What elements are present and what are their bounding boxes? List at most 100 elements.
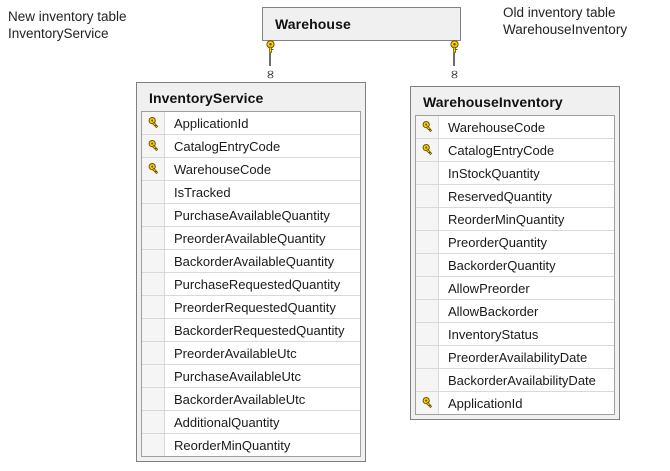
relationship-warehouse-to-warehouseinventory[interactable]: ∞ xyxy=(445,40,464,83)
column-name: BackorderQuantity xyxy=(448,257,556,273)
row-gutter xyxy=(416,162,439,184)
column-name: ReorderMinQuantity xyxy=(448,211,565,227)
row-gutter xyxy=(142,365,165,387)
table-title-warehouseinventory: WarehouseInventory xyxy=(423,94,563,110)
table-row[interactable]: PreorderRequestedQuantity xyxy=(142,296,360,319)
primary-key-icon xyxy=(142,135,165,157)
column-name: PreorderAvailableUtc xyxy=(174,345,297,361)
column-name: PreorderRequestedQuantity xyxy=(174,299,336,315)
annotation-old-inventory-table: Old inventory table WarehouseInventory xyxy=(503,5,628,37)
primary-key-icon xyxy=(416,392,439,414)
column-name: PurchaseAvailableUtc xyxy=(174,368,301,384)
column-name: ApplicationId xyxy=(174,115,249,131)
table-row[interactable]: AllowBackorder xyxy=(416,300,614,323)
table-row[interactable]: BackorderQuantity xyxy=(416,254,614,277)
row-gutter xyxy=(142,181,165,203)
annotation-new-inventory-table: New inventory table InventoryService xyxy=(8,9,127,41)
infinity-icon: ∞ xyxy=(261,69,280,80)
table-row[interactable]: WarehouseCode xyxy=(142,158,360,181)
column-name: CatalogEntryCode xyxy=(448,142,555,158)
primary-key-icon xyxy=(142,112,165,134)
table-title-warehouse: Warehouse xyxy=(275,16,351,32)
column-name: WarehouseCode xyxy=(448,119,546,135)
key-icon xyxy=(449,40,460,53)
table-row[interactable]: AllowPreorder xyxy=(416,277,614,300)
column-name: AdditionalQuantity xyxy=(174,414,280,430)
column-name: ReservedQuantity xyxy=(448,188,553,204)
table-row[interactable]: CatalogEntryCode xyxy=(416,139,614,162)
table-row[interactable]: ReservedQuantity xyxy=(416,185,614,208)
column-name: IsTracked xyxy=(174,184,231,200)
row-gutter xyxy=(416,300,439,322)
column-name: ReorderMinQuantity xyxy=(174,437,291,453)
table-row[interactable]: BackorderRequestedQuantity xyxy=(142,319,360,342)
primary-key-icon xyxy=(416,116,439,138)
table-row[interactable]: CatalogEntryCode xyxy=(142,135,360,158)
primary-key-icon xyxy=(416,139,439,161)
table-row[interactable]: PurchaseRequestedQuantity xyxy=(142,273,360,296)
row-gutter xyxy=(416,323,439,345)
row-gutter xyxy=(142,342,165,364)
column-name: PurchaseRequestedQuantity xyxy=(174,276,341,292)
column-name: AllowPreorder xyxy=(448,280,530,296)
row-gutter xyxy=(142,227,165,249)
table-row[interactable]: IsTracked xyxy=(142,181,360,204)
column-name: InStockQuantity xyxy=(448,165,540,181)
column-name: WarehouseCode xyxy=(174,161,272,177)
row-gutter xyxy=(416,231,439,253)
relationship-warehouse-to-inventoryservice[interactable]: ∞ xyxy=(261,40,280,83)
column-name: PreorderQuantity xyxy=(448,234,547,250)
column-name: PreorderAvailableQuantity xyxy=(174,230,326,246)
column-name: AllowBackorder xyxy=(448,303,539,319)
table-row[interactable]: BackorderAvailabilityDate xyxy=(416,369,614,392)
row-gutter xyxy=(416,208,439,230)
table-row[interactable]: PurchaseAvailableQuantity xyxy=(142,204,360,227)
column-name: BackorderRequestedQuantity xyxy=(174,322,345,338)
column-name: BackorderAvailableQuantity xyxy=(174,253,335,269)
table-row[interactable]: PreorderQuantity xyxy=(416,231,614,254)
row-gutter xyxy=(142,434,165,456)
row-gutter xyxy=(142,204,165,226)
row-gutter xyxy=(416,277,439,299)
row-gutter xyxy=(416,346,439,368)
row-gutter xyxy=(142,296,165,318)
table-row[interactable]: AdditionalQuantity xyxy=(142,411,360,434)
row-gutter xyxy=(416,254,439,276)
connector-line xyxy=(453,53,455,66)
column-name: BackorderAvailabilityDate xyxy=(448,372,596,388)
infinity-icon: ∞ xyxy=(445,69,464,80)
table-row[interactable]: BackorderAvailableQuantity xyxy=(142,250,360,273)
key-icon xyxy=(265,40,276,53)
column-name: CatalogEntryCode xyxy=(174,138,281,154)
row-gutter xyxy=(416,185,439,207)
table-row[interactable]: InStockQuantity xyxy=(416,162,614,185)
connector-line xyxy=(269,53,271,66)
row-gutter xyxy=(416,369,439,391)
table-row[interactable]: PurchaseAvailableUtc xyxy=(142,365,360,388)
row-gutter xyxy=(142,250,165,272)
table-row[interactable]: WarehouseCode xyxy=(416,116,614,139)
column-name: PurchaseAvailableQuantity xyxy=(174,207,330,223)
table-title-inventoryservice: InventoryService xyxy=(149,90,264,106)
table-row[interactable]: ApplicationId xyxy=(142,112,360,135)
row-gutter xyxy=(142,411,165,433)
column-name: BackorderAvailableUtc xyxy=(174,391,306,407)
primary-key-icon xyxy=(142,158,165,180)
row-gutter xyxy=(142,319,165,341)
table-row[interactable]: PreorderAvailabilityDate xyxy=(416,346,614,369)
table-row[interactable]: BackorderAvailableUtc xyxy=(142,388,360,411)
column-name: InventoryStatus xyxy=(448,326,539,342)
row-gutter xyxy=(142,388,165,410)
table-card-warehouse[interactable]: Warehouse xyxy=(262,7,461,41)
table-row[interactable]: ReorderMinQuantity xyxy=(416,208,614,231)
table-row[interactable]: PreorderAvailableQuantity xyxy=(142,227,360,250)
table-row[interactable]: InventoryStatus xyxy=(416,323,614,346)
row-gutter xyxy=(142,273,165,295)
table-row[interactable]: ReorderMinQuantity xyxy=(142,434,360,457)
table-row[interactable]: PreorderAvailableUtc xyxy=(142,342,360,365)
table-row[interactable]: ApplicationId xyxy=(416,392,614,415)
